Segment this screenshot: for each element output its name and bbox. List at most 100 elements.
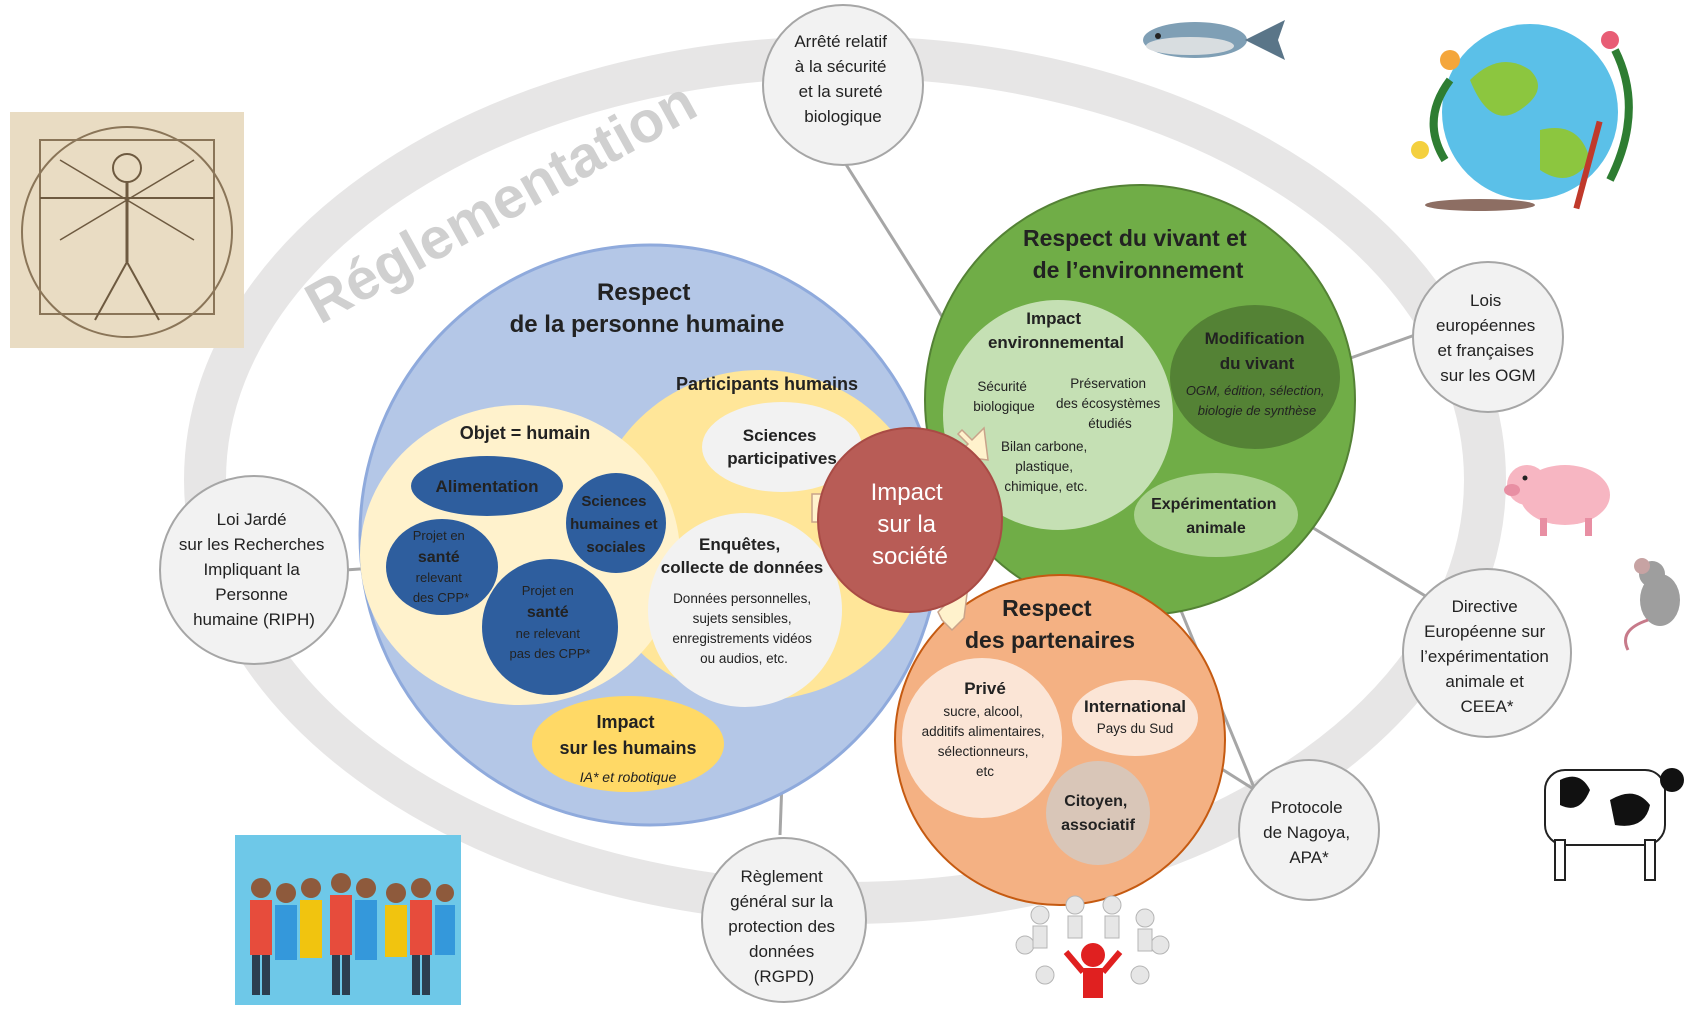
modification-sub-line-2: biologie de synthèse [1198, 403, 1317, 418]
pig-image [1504, 465, 1610, 536]
regulation-directive: Directive Européenne sur l’expérimentati… [1402, 568, 1572, 738]
prive-bubble [902, 658, 1062, 818]
arrete-line-4: biologique [804, 107, 882, 126]
lois-ogm-line-4: sur les OGM [1440, 366, 1535, 385]
modification-line-2: du vivant [1220, 354, 1295, 373]
mouse-image [1624, 558, 1680, 651]
svg-text:Règlement général sur la: Règlement général sur la protection des … [728, 867, 840, 986]
svg-text:Préservation des écosyst: Préservation des écosystèmes étudiés [1056, 376, 1164, 431]
arrete-line-2: à la sécurité [795, 57, 887, 76]
shs-line-2: humaines et [570, 516, 658, 533]
bilan-line-3: chimique, etc. [1004, 479, 1087, 494]
sciences-participatives [702, 402, 862, 492]
svg-text:Citoyen, associatif: Citoyen, associatif [1061, 793, 1135, 834]
rgpd-line-2: général sur la [730, 892, 834, 911]
central-impact: Impact sur la société [817, 427, 1003, 613]
vivant-title-line-2: de l’environnement [1033, 257, 1244, 283]
nagoya-line-2: de Nagoya, [1263, 823, 1350, 842]
arrete-line-1: Arrêté relatif [794, 32, 887, 51]
lois-ogm-line-2: européennes [1436, 316, 1535, 335]
modification-vivant-bubble [1170, 305, 1340, 449]
sciences-participatives-line-2: participatives [727, 449, 837, 468]
partenaires-title-line-1: Respect [1002, 595, 1092, 621]
regulation-jarde: Loi Jardé sur les Recherches Impliquant … [159, 475, 349, 665]
prive-line-4: etc [976, 764, 994, 779]
svg-text:Loi Jardé sur les Recher: Loi Jardé sur les Recherches Impliquant … [179, 510, 329, 629]
participants-humains-title: Participants humains [676, 374, 858, 394]
partenaires-respect-circle: Respect des partenaires Privé sucre, alc… [894, 574, 1226, 906]
directive-line-4: animale et [1445, 672, 1524, 691]
svg-text:sucre, alcool, additifs: sucre, alcool, additifs alimentaires, sé… [922, 704, 1049, 779]
cpp-yes-line-3: relevant [416, 570, 463, 585]
regulation-lois-ogm: Lois européennes et françaises sur les O… [1412, 261, 1564, 413]
preservation-line-3: étudiés [1088, 416, 1132, 431]
nagoya-line-1: Protocole [1271, 798, 1343, 817]
modification-line-1: Modification [1205, 329, 1305, 348]
prive-line-1: sucre, alcool, [943, 704, 1023, 719]
svg-text:Sciences humaines et: Sciences humaines et sociales [570, 493, 662, 556]
jarde-line-3: Impliquant la [203, 560, 300, 579]
rgpd-line-4: données [749, 942, 814, 961]
prive-line-2: additifs alimentaires, [922, 724, 1045, 739]
svg-text:Modification du vivant: Modification du vivant [1205, 329, 1310, 373]
jarde-line-4: Personne [215, 585, 288, 604]
alimentation-bubble [411, 456, 563, 516]
rgpd-line-1: Règlement [741, 867, 823, 886]
svg-text:Expérimentation animale: Expérimentation animale [1151, 496, 1281, 537]
directive-line-5: CEEA* [1461, 697, 1514, 716]
vivant-respect-circle: Respect du vivant et de l’environnement … [924, 184, 1356, 616]
cpp-relevant-bubble [386, 519, 498, 615]
impact-environnemental-area [943, 300, 1173, 530]
human-title: Respect de la personne humaine [510, 279, 785, 338]
svg-text:Sciences participatives: Sciences participatives [727, 426, 837, 468]
cpp-no-line-4: pas des CPP* [510, 646, 591, 661]
enquetes-text-line-2: sujets sensibles, [693, 611, 792, 626]
experimentation-line-1: Expérimentation [1151, 496, 1276, 513]
experimentation-line-2: animale [1186, 520, 1246, 537]
modification-sub-line-1: OGM, édition, sélection, [1186, 383, 1325, 398]
svg-text:Données personnelles, su: Données personnelles, sujets sensibles, … [672, 591, 815, 666]
impact-humains-line-2: sur les humains [559, 738, 696, 758]
vitruvian-man-image [10, 112, 244, 348]
lois-ogm-line-3: et françaises [1437, 341, 1533, 360]
enquetes-title-line-1: Enquêtes, [699, 535, 780, 554]
bilan-line-1: Bilan carbone, [1001, 439, 1087, 454]
citoyen-line-2: associatif [1061, 817, 1135, 834]
sciences-participatives-line-1: Sciences [743, 426, 817, 445]
alimentation-label: Alimentation [436, 477, 539, 496]
jarde-line-2: sur les Recherches [179, 535, 325, 554]
svg-text:Lois européennes e: Lois européennes et françaises sur les O… [1436, 291, 1540, 385]
central-line-3: société [872, 543, 948, 570]
enquetes-collecte [648, 513, 842, 707]
regulation-rgpd: Règlement général sur la protection des … [701, 837, 867, 1003]
rgpd-line-3: protection des [728, 917, 835, 936]
svg-text:Bilan carbone, plastique: Bilan carbone, plastique, chimique, etc. [1001, 439, 1091, 494]
human-title-line-2: de la personne humaine [510, 311, 785, 338]
citoyen-bubble [1046, 761, 1150, 865]
nagoya-line-3: APA* [1289, 848, 1329, 867]
impact-humains-line-1: Impact [596, 712, 654, 732]
svg-text:Respect des partenaires: Respect des partenaires [965, 595, 1135, 653]
impact-humains-bubble [532, 696, 724, 792]
central-line-2: sur la [877, 511, 936, 538]
impact-env-line-1: Impact [1026, 309, 1081, 328]
arrete-line-3: et la sureté [799, 82, 883, 101]
prive-line-3: sélectionneurs, [938, 744, 1029, 759]
directive-line-2: Européenne sur [1424, 622, 1545, 641]
prive-title: Privé [964, 679, 1006, 698]
cpp-no-line-3: ne relevant [516, 626, 581, 641]
svg-text:OGM, édition, sélection,: OGM, édition, sélection, biologie de syn… [1186, 383, 1328, 418]
cpp-yes-line-1: Projet en [413, 528, 465, 543]
impact-env-line-2: environnemental [988, 333, 1124, 352]
bilan-line-2: plastique, [1015, 459, 1073, 474]
cpp-no-line-2: santé [527, 604, 569, 621]
svg-text:Projet en santé re: Projet en santé relevant des CPP* [413, 527, 470, 605]
cpp-yes-line-2: santé [418, 549, 460, 566]
shs-line-1: Sciences [581, 493, 646, 510]
international-title: International [1084, 697, 1186, 716]
shs-bubble [566, 473, 666, 573]
svg-text:Respect du vivant et de: Respect du vivant et de l’environnement [1023, 225, 1253, 283]
earth-gardening-image [1411, 24, 1633, 211]
svg-text:Sécurité biologique: Sécurité biologique [973, 379, 1035, 414]
